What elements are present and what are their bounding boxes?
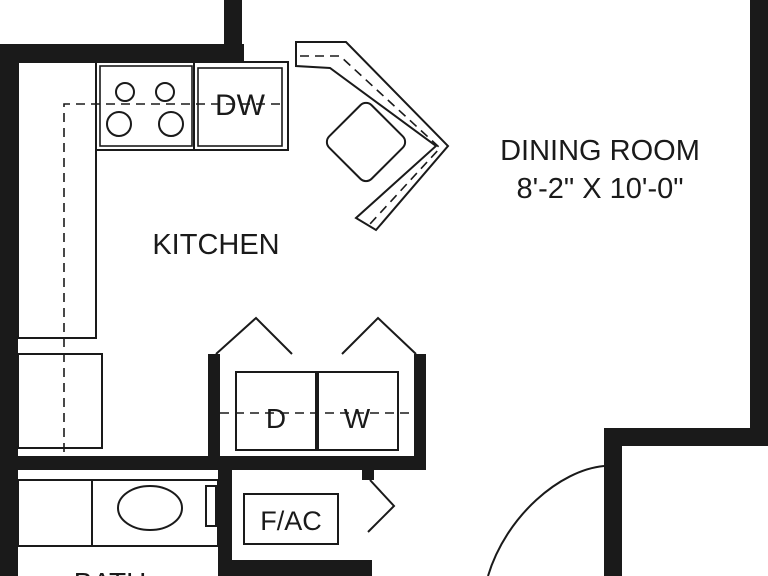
- corner-counter-dash: [300, 55, 442, 225]
- wall-right: [750, 0, 768, 446]
- laundry-door-right: [341, 316, 417, 355]
- wall-kitchen-bottom: [0, 456, 232, 470]
- laundry: D W: [215, 316, 417, 451]
- counter-edge-dash: [63, 103, 284, 452]
- washer-label: W: [344, 403, 371, 434]
- kitchen-sink: [325, 101, 407, 183]
- dryer-label: D: [266, 403, 286, 434]
- wall-closet-bottom: [232, 560, 372, 576]
- lower-left-cabinet: [17, 353, 103, 449]
- range: [99, 65, 193, 147]
- corner-counter: [295, 41, 450, 232]
- furnace-box: [243, 493, 339, 545]
- entry-door-arc: [487, 465, 605, 576]
- top-counter: [95, 61, 289, 151]
- washer-box: [317, 371, 399, 451]
- dryer-box: [235, 371, 317, 451]
- vanity-counter: [17, 479, 219, 547]
- wall-top-stub: [224, 0, 242, 62]
- closet-door: [367, 479, 396, 533]
- wall-laundry-right: [414, 354, 426, 470]
- vanity-edge: [205, 485, 217, 527]
- wall-closet-divider: [218, 456, 232, 576]
- burner-icon: [115, 82, 135, 102]
- kitchen-counters: [17, 41, 450, 452]
- wall-closet-stub: [362, 470, 374, 480]
- laundry-door-left: [215, 316, 293, 355]
- range-body: [99, 65, 193, 147]
- wall-laundry-bottom: [208, 456, 426, 470]
- dining-room-name: DINING ROOM: [500, 135, 700, 167]
- kitchen-name: KITCHEN: [152, 229, 279, 261]
- wall-right-step: [604, 428, 768, 446]
- burner-icon: [158, 111, 184, 137]
- dining-room-size: 8'-2" X 10'-0": [516, 173, 683, 205]
- burner-icon: [106, 111, 132, 137]
- bath: BATH: [17, 479, 219, 576]
- wall-step-down: [604, 428, 622, 576]
- dishwasher-label: DW: [215, 89, 266, 122]
- furnace-label: F/AC: [260, 506, 322, 536]
- bath-label: BATH: [74, 567, 147, 576]
- bath-sink-icon: [117, 485, 183, 531]
- furnace-closet: F/AC: [243, 479, 396, 545]
- left-counter: [17, 61, 97, 339]
- wall-laundry-left: [208, 354, 220, 470]
- wall-top-left: [0, 44, 244, 62]
- dishwasher-box: [197, 67, 283, 147]
- burner-icon: [155, 82, 175, 102]
- wall-left: [0, 44, 18, 576]
- dishwasher: DW: [197, 67, 283, 147]
